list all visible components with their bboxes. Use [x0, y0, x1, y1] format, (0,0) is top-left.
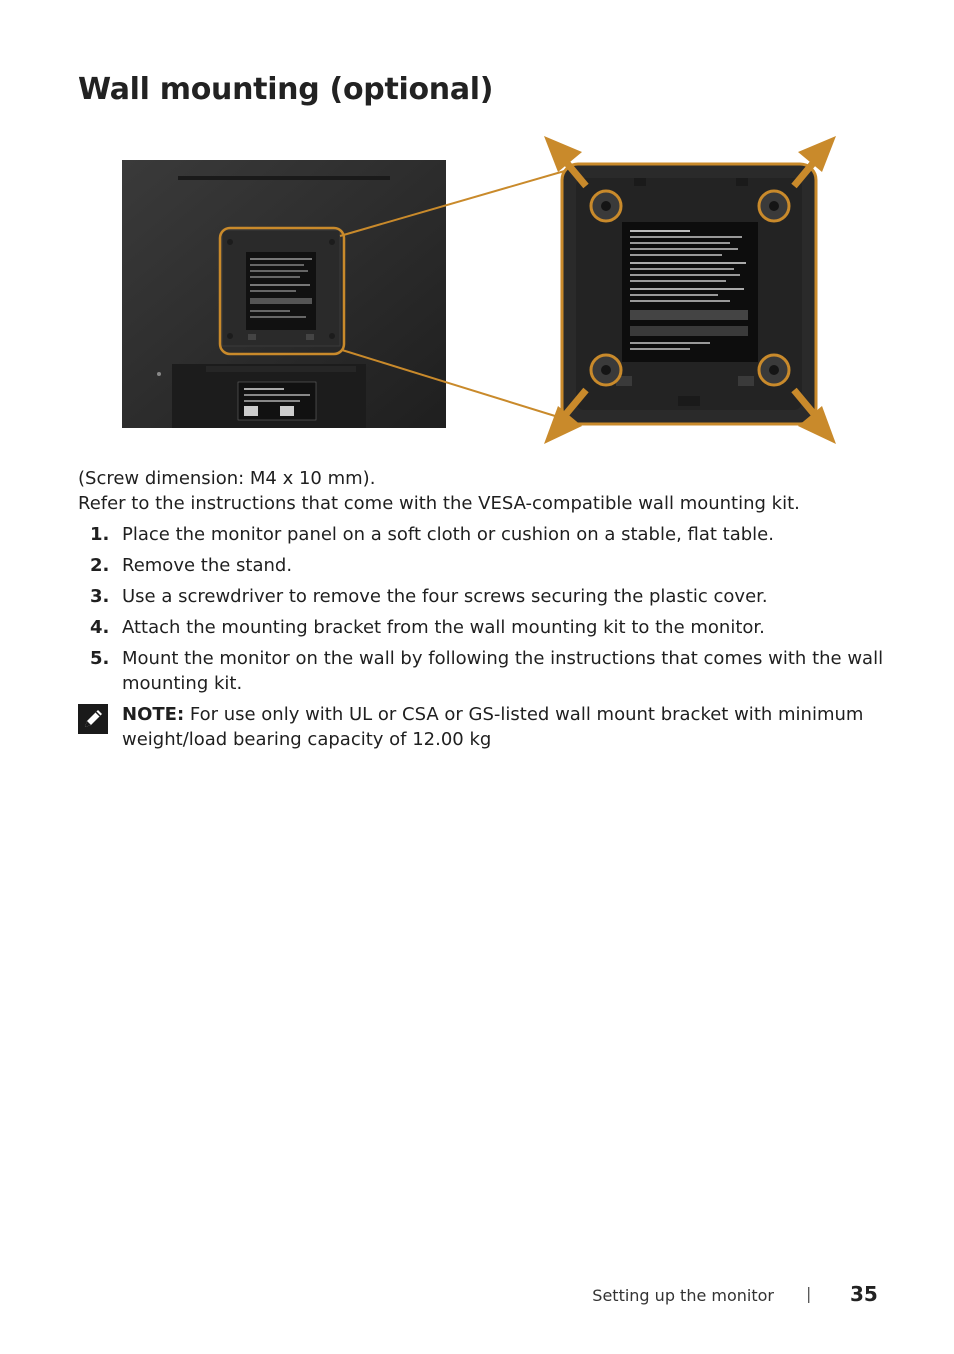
- arrow-top-right-icon: [791, 136, 836, 189]
- screw-bottom-left: [589, 353, 623, 387]
- direction-arrows: [544, 136, 836, 444]
- step-text: Remove the stand.: [122, 555, 293, 576]
- page-title: Wall mounting (optional): [78, 72, 494, 107]
- highlight-box: [218, 226, 346, 356]
- step-item: 5. Mount the monitor on the wall by follo…: [78, 646, 888, 696]
- step-text: Attach the mounting bracket from the wal…: [122, 617, 765, 638]
- step-number: 5.: [90, 648, 110, 669]
- screw-top-left: [589, 189, 623, 223]
- step-item: 3. Use a screwdriver to remove the four s…: [78, 584, 888, 609]
- arrow-bottom-left-icon: [544, 387, 589, 444]
- screw-dimension-text: (Screw dimension: M4 x 10 mm).: [78, 468, 376, 489]
- note-text: For use only with UL or CSA or GS-listed…: [122, 704, 864, 750]
- zoomed-vesa-panel: [560, 162, 818, 426]
- zoom-connector-top: [339, 169, 569, 237]
- monitor-back-figure: [118, 134, 838, 450]
- monitor-back-illustration: [122, 136, 836, 444]
- instructions: (Screw dimension: M4 x 10 mm). Refer to …: [78, 466, 888, 752]
- note-block: NOTE: For use only with UL or CSA or GS-…: [78, 702, 888, 752]
- vesa-reference-text: Refer to the instructions that come with…: [78, 493, 800, 514]
- step-number: 2.: [90, 555, 110, 576]
- screw-top-right: [757, 189, 791, 223]
- step-item: 1. Place the monitor panel on a soft clot…: [78, 522, 888, 547]
- step-text: Use a screwdriver to remove the four scr…: [122, 586, 768, 607]
- footer-separator: |: [806, 1284, 812, 1303]
- page-number: 35: [850, 1282, 878, 1306]
- step-text: Mount the monitor on the wall by followi…: [122, 648, 884, 694]
- note-label: NOTE:: [122, 704, 185, 725]
- step-number: 4.: [90, 617, 110, 638]
- step-number: 1.: [90, 524, 110, 545]
- monitor-back: [122, 160, 446, 428]
- step-item: 4. Attach the mounting bracket from the w…: [78, 615, 888, 640]
- pencil-note-icon: [78, 704, 108, 734]
- step-number: 3.: [90, 586, 110, 607]
- arrow-top-left-icon: [544, 136, 589, 189]
- step-item: 2. Remove the stand.: [78, 553, 888, 578]
- arrow-bottom-right-icon: [791, 387, 836, 444]
- zoom-connector-bottom: [341, 349, 569, 421]
- page-footer: Setting up the monitor | 35: [0, 1282, 954, 1310]
- steps-list: 1. Place the monitor panel on a soft clot…: [78, 522, 888, 696]
- footer-section-title: Setting up the monitor: [592, 1286, 774, 1305]
- screw-bottom-right: [757, 353, 791, 387]
- step-text: Place the monitor panel on a soft cloth …: [122, 524, 774, 545]
